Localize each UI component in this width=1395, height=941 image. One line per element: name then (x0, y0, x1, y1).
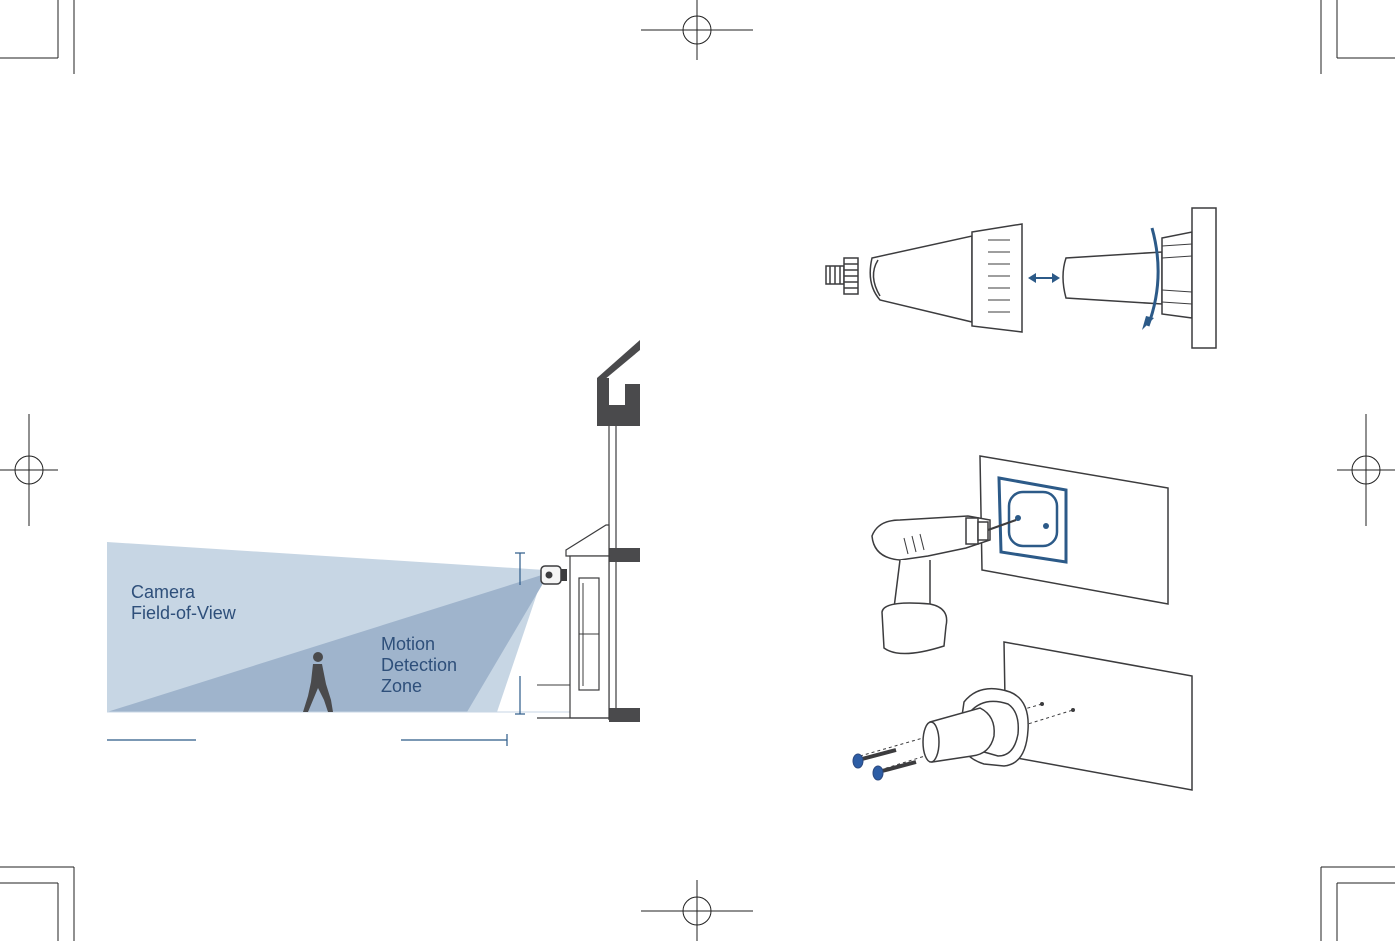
screw-icon (853, 750, 916, 780)
screw-mount-diagram (853, 642, 1192, 790)
motion-label-line2: Detection (381, 655, 457, 676)
camera-icon (541, 566, 567, 584)
threaded-stud-icon (826, 258, 858, 294)
camera-field-of-view-label: Camera Field-of-View (131, 582, 236, 624)
fov-label-line1: Camera (131, 582, 236, 603)
slide-arrow-icon (1028, 273, 1060, 283)
fov-label-line2: Field-of-View (131, 603, 236, 624)
motion-label-line1: Motion (381, 634, 457, 655)
wall-mount-base-icon (923, 689, 1028, 766)
drilling-diagram (872, 456, 1168, 654)
house-wall (537, 340, 640, 722)
motion-label-line3: Zone (381, 676, 457, 697)
field-of-view-diagram (107, 340, 640, 746)
wall-panel-2 (1004, 642, 1192, 790)
motion-detection-zone-label: Motion Detection Zone (381, 634, 457, 697)
